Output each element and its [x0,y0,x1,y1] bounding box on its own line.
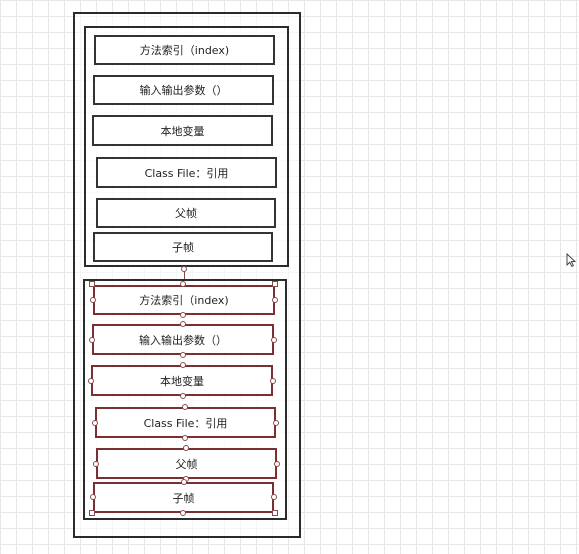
resize-handle[interactable] [89,337,95,343]
resize-handle[interactable] [183,445,189,451]
resize-handle[interactable] [90,297,96,303]
method-index-box[interactable]: 方法索引（index) [94,35,275,65]
resize-handle[interactable] [180,281,186,287]
resize-handle[interactable] [180,312,186,318]
parent-frame-box-copy[interactable]: 父帧 [96,448,277,479]
resize-handle[interactable] [272,297,278,303]
resize-handle[interactable] [180,393,186,399]
resize-handle[interactable] [182,435,188,441]
child-frame-box-copy[interactable]: 子帧 [93,482,274,513]
child-frame-box[interactable]: 子帧 [93,232,273,262]
resize-handle[interactable] [181,479,187,485]
resize-handle[interactable] [274,461,280,467]
local-variables-box-copy[interactable]: 本地变量 [91,365,273,396]
resize-handle[interactable] [273,420,279,426]
class-file-ref-box-copy[interactable]: Class File：引用 [95,407,276,438]
resize-handle[interactable] [271,494,277,500]
resize-handle[interactable] [180,510,186,516]
group-connector [184,267,185,279]
resize-handle[interactable] [272,281,278,287]
resize-handle[interactable] [180,321,186,327]
resize-handle[interactable] [271,337,277,343]
method-index-box-copy[interactable]: 方法索引（index) [93,285,275,315]
resize-handle[interactable] [180,362,186,368]
local-variables-box[interactable]: 本地变量 [92,115,273,146]
resize-handle[interactable] [180,352,186,358]
resize-handle[interactable] [270,378,276,384]
mouse-cursor-icon [566,253,576,267]
resize-handle[interactable] [89,510,95,516]
resize-handle[interactable] [92,420,98,426]
resize-handle[interactable] [89,281,95,287]
resize-handle[interactable] [272,510,278,516]
io-params-box-copy[interactable]: 输入输出参数（） [92,324,274,355]
parent-frame-box[interactable]: 父帧 [96,198,276,228]
io-params-box[interactable]: 输入输出参数（） [93,75,274,105]
resize-handle[interactable] [90,494,96,500]
resize-handle[interactable] [88,378,94,384]
connector-handle[interactable] [181,266,187,272]
resize-handle[interactable] [93,461,99,467]
resize-handle[interactable] [182,404,188,410]
class-file-ref-box[interactable]: Class File：引用 [96,157,277,188]
